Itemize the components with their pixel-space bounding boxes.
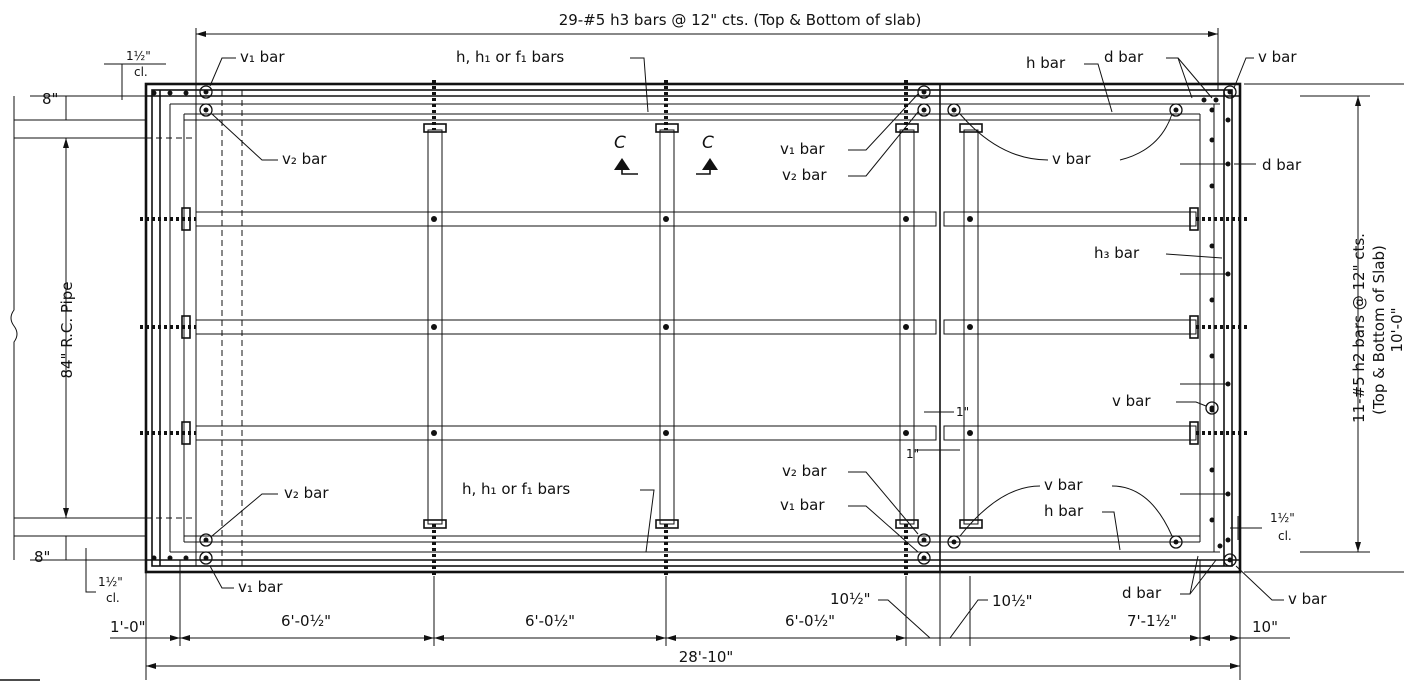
dim-clear-top-left: 1½" cl. (104, 49, 166, 100)
dim-span-4: 7'-1½" (1127, 612, 1177, 630)
label-dbar-top: d bar (1104, 48, 1213, 99)
label-h-h1-f1-bottom: h, h₁ or f₁ bars (462, 480, 655, 553)
dim-one-inch-lower: 1" (906, 447, 919, 461)
v-bar-label-mid-bottom: v bar (1044, 476, 1083, 494)
v1-bar-label-mid-bottom: v₁ bar (780, 496, 825, 514)
side-bars-note-line1: 11-#5 h2 bars @ 12" cts. (1350, 233, 1368, 423)
dim-one-foot: 1'-0" (110, 618, 146, 636)
dim-ten-half-left: 10½" (830, 590, 871, 608)
side-bars-note-line2: (Top & Bottom of Slab) (1370, 245, 1388, 415)
eight-inch-dims: 8" 8" (30, 90, 146, 566)
top-bar-dimension: 29-#5 h3 bars @ 12" cts. (Top & Bottom o… (195, 11, 1219, 90)
dim-bottom-8in: 8" (34, 548, 50, 566)
dim-span-3: 6'-0½" (785, 612, 835, 630)
v1-bar-label: v₁ bar (240, 48, 285, 66)
pipe-note: 84" R.C. Pipe (58, 281, 76, 378)
right-dimension: 11-#5 h2 bars @ 12" cts. (Top & Bottom o… (1244, 83, 1404, 573)
label-v2-bottom-left: v₂ bar (211, 484, 329, 537)
h-h1-f1-bars-label-top: h, h₁ or f₁ bars (456, 48, 564, 66)
v1-bar-label-bottom: v₁ bar (238, 578, 283, 596)
label-v1-mid-top: v₁ bar (780, 93, 919, 158)
dim-clear-top-left-value: 1½" (126, 49, 151, 63)
label-v2-top-left: v₂ bar (211, 113, 327, 168)
v2-bar-label-mid-bottom: v₂ bar (782, 462, 827, 480)
label-h3bar: h₃ bar (1094, 244, 1223, 262)
bottom-dimension-string: 1'-0" 6'-0½" 6'-0½" 6'-0½" 7'-1½" 10" 10… (110, 560, 1290, 680)
d-bar-label-top: d bar (1104, 48, 1144, 66)
dim-clear-right-cl: cl. (1278, 529, 1292, 543)
top-bars-note: 29-#5 h3 bars @ 12" cts. (Top & Bottom o… (559, 11, 922, 29)
v-bar-label-mid-top: v bar (1052, 150, 1091, 168)
dim-one-inch-upper: 1" (956, 405, 969, 419)
dim-top-8in: 8" (42, 90, 58, 108)
label-hbar-bottom: h bar (1044, 502, 1121, 551)
label-vbar-mid-bottom: v bar (959, 476, 1173, 537)
label-v1-top-left: v₁ bar (209, 48, 285, 87)
d-bar-label-right: d bar (1262, 156, 1302, 174)
v-bar-label-right-mid: v bar (1112, 392, 1151, 410)
v2-bar-label-mid: v₂ bar (782, 166, 827, 184)
h-bar-label-top: h bar (1026, 54, 1066, 72)
label-hbar-top: h bar (1026, 54, 1113, 113)
section-mark-label-right: C (702, 133, 714, 153)
label-v1-bottom-left: v₁ bar (209, 565, 283, 596)
v-bar-label-top-right: v bar (1258, 48, 1297, 66)
v1-bar-label-mid: v₁ bar (780, 140, 825, 158)
v-bar-label-bottom-right: v bar (1288, 590, 1327, 608)
v2-bar-label: v₂ bar (282, 150, 327, 168)
dim-overall-length: 28'-10" (679, 648, 734, 666)
longitudinal-members (140, 207, 1248, 445)
h-bar-label-bottom: h bar (1044, 502, 1084, 520)
label-v1-mid-bottom: v₁ bar (780, 496, 919, 553)
label-v2-mid-bottom: v₂ bar (782, 462, 919, 535)
h2-bar-ticks (1180, 163, 1228, 495)
label-vbar-mid-top: v bar (959, 113, 1173, 168)
transverse-members (423, 80, 983, 576)
overall-width: 10'-0" (1388, 307, 1404, 352)
label-dbar-right: d bar (1234, 156, 1302, 174)
dim-clear-top-left-cl: cl. (134, 65, 148, 79)
label-dbar-bottom: d bar (1122, 555, 1217, 602)
section-mark-label-left: C (614, 133, 626, 153)
dim-one-inch: 1" 1" (906, 405, 969, 461)
intersection-dots (151, 90, 1231, 561)
h3-bar-label: h₃ bar (1094, 244, 1140, 262)
section-mark-left: C (614, 133, 638, 175)
label-h-h1-f1-top: h, h₁ or f₁ bars (456, 48, 649, 113)
label-vbar-bottom-right: v bar (1235, 565, 1327, 608)
label-v2-mid-top: v₂ bar (782, 111, 919, 184)
label-vbar-right-mid: v bar (1112, 392, 1207, 410)
label-vbar-top-right: v bar (1233, 48, 1297, 89)
dim-clear-right-value: 1½" (1270, 511, 1295, 525)
d-bar-label-bottom: d bar (1122, 584, 1162, 602)
h-h1-f1-bars-label-bottom: h, h₁ or f₁ bars (462, 480, 570, 498)
dim-clear-right: 1½" cl. (1230, 511, 1295, 543)
bar-end-circles (199, 85, 1237, 567)
dim-span-1: 6'-0½" (281, 612, 331, 630)
dim-clear-bottom-left-cl: cl. (106, 591, 120, 605)
v2-bar-label-bottom: v₂ bar (284, 484, 329, 502)
pipe-outline: 84" R.C. Pipe (10, 96, 196, 560)
section-mark-right: C (696, 133, 718, 175)
dim-clear-bottom-left: 1½" cl. (85, 548, 123, 605)
dim-span-2: 6'-0½" (525, 612, 575, 630)
dim-ten-inch: 10" (1252, 618, 1278, 636)
dim-clear-bottom-left-value: 1½" (98, 575, 123, 589)
dim-ten-half-right: 10½" (992, 592, 1033, 610)
